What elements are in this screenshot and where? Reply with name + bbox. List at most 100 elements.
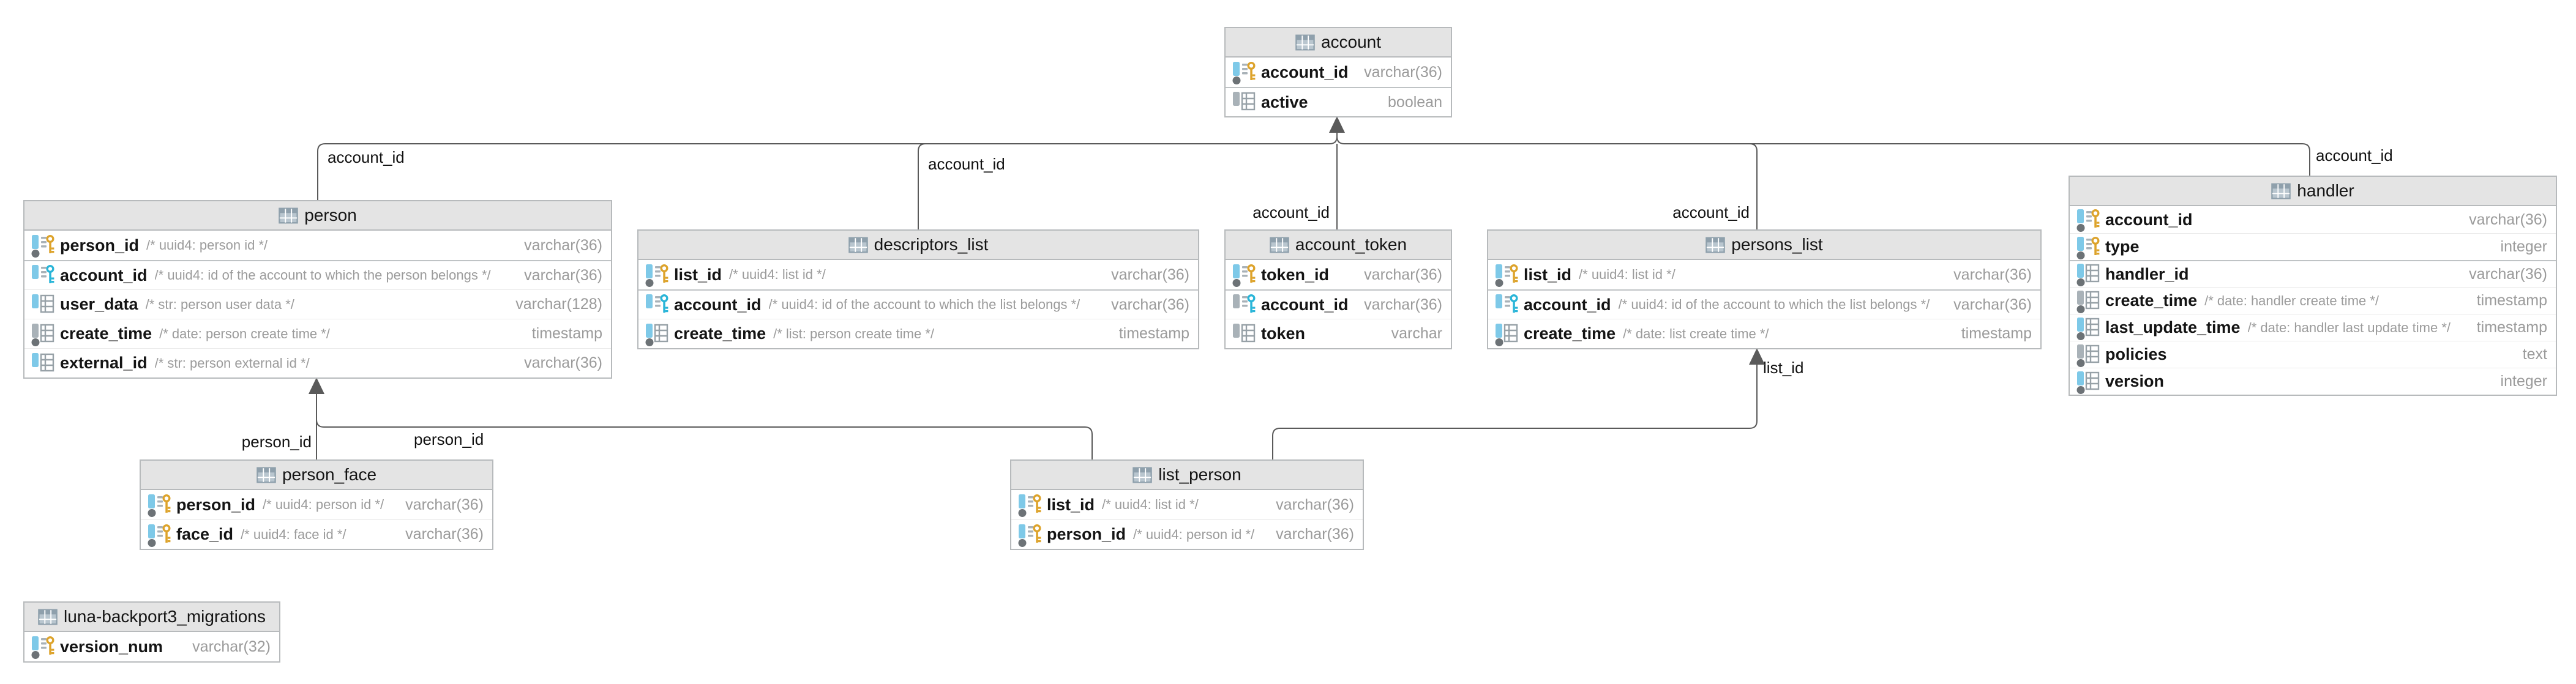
table-header-person[interactable]: person [24, 201, 611, 231]
column-name: account_id [1524, 295, 1611, 314]
nullable-dot [148, 509, 156, 517]
column-row-last_update_time[interactable]: last_update_time/* date: handler last up… [2070, 314, 2556, 341]
table-icon [256, 467, 276, 483]
column-type: varchar(36) [2469, 210, 2547, 228]
column-row-version_num[interactable]: version_num varchar(32) [24, 632, 279, 661]
column-icon [2076, 264, 2100, 286]
connector-person-account [317, 132, 1338, 201]
table-person_face[interactable]: person_face person_id/* uuid4: person id… [140, 459, 493, 550]
table-icon [848, 237, 868, 253]
table-list_person[interactable]: list_person list_id/* uuid4: list id */v… [1010, 459, 1364, 550]
column-type: varchar(36) [405, 496, 484, 513]
column-type: varchar(36) [2469, 265, 2547, 283]
column-name: list_id [1047, 495, 1095, 514]
table-person[interactable]: person person_id/* uuid4: person id */va… [23, 200, 612, 379]
primary-key-icon [148, 524, 171, 547]
column-row-list_id[interactable]: list_id/* uuid4: list id */varchar(36) [1488, 260, 2040, 289]
nullable-dot [2076, 332, 2085, 340]
nullable-dot [31, 338, 40, 346]
arrow-into-account [1329, 116, 1345, 133]
column-type: timestamp [1118, 325, 1189, 342]
table-luna-backport3_migrations[interactable]: luna-backport3_migrations version_num var… [23, 601, 280, 663]
nullable-dot [31, 651, 40, 659]
table-header-account[interactable]: account [1226, 28, 1451, 58]
table-descriptors_list[interactable]: descriptors_list list_id/* uuid4: list i… [637, 229, 1199, 349]
column-row-account_id[interactable]: account_id/* uuid4: id of the account to… [24, 260, 611, 289]
column-row-create_time[interactable]: create_time/* date: list create time */t… [1488, 319, 2040, 348]
column-row-list_id[interactable]: list_id/* uuid4: list id */varchar(36) [1011, 490, 1363, 519]
nullable-dot [2076, 359, 2085, 367]
column-row-face_id[interactable]: face_id/* uuid4: face id */varchar(36) [141, 519, 492, 549]
column-row-external_id[interactable]: external_id/* str: person external id */… [24, 348, 611, 377]
column-type: varchar(36) [1364, 63, 1442, 81]
column-row-create_time[interactable]: create_time/* list: person create time *… [638, 319, 1198, 348]
nullable-dot [645, 279, 654, 287]
column-type: varchar(36) [1364, 266, 1442, 283]
connector-list_person-person [316, 419, 1093, 460]
arrow-into-persons_list [1749, 348, 1765, 365]
column-comment: /* list: person create time */ [773, 325, 934, 341]
column-name: token [1261, 324, 1306, 343]
table-header-account_token[interactable]: account_token [1226, 231, 1451, 260]
column-type: integer [2500, 373, 2547, 390]
arrow-into-person [309, 377, 324, 394]
foreign-key-icon [1233, 294, 1256, 313]
table-title: list_person [1158, 465, 1241, 484]
table-title: descriptors_list [874, 235, 989, 254]
table-header-person_face[interactable]: person_face [141, 461, 492, 490]
table-handler[interactable]: handler account_id varchar(36) [2069, 176, 2557, 396]
column-row-user_data[interactable]: user_data/* str: person user data */varc… [24, 289, 611, 319]
column-row-list_id[interactable]: list_id/* uuid4: list id */varchar(36) [638, 260, 1198, 289]
column-type: timestamp [1961, 325, 2032, 342]
edge-label-account_token-account: account_id [1252, 203, 1330, 221]
column-type: varchar(36) [1111, 296, 1189, 313]
table-icon [1295, 34, 1315, 50]
column-row-account_id[interactable]: account_id/* uuid4: id of the account to… [638, 289, 1198, 319]
column-row-account_id[interactable]: account_id/* uuid4: id of the account to… [1488, 289, 2040, 319]
foreign-key-icon [646, 294, 668, 313]
table-title: handler [2297, 181, 2354, 200]
edge-label-list_person-person: person_id [414, 430, 484, 448]
table-header-persons_list[interactable]: persons_list [1488, 231, 2040, 260]
table-header-list_person[interactable]: list_person [1011, 461, 1363, 490]
column-name: account_id [674, 295, 762, 314]
column-type: varchar(36) [524, 236, 602, 254]
table-header-descriptors_list[interactable]: descriptors_list [638, 231, 1198, 260]
table-title: persons_list [1731, 235, 1823, 254]
column-comment: /* uuid4: list id */ [729, 267, 826, 282]
column-name: account_id [2105, 210, 2193, 229]
table-persons_list[interactable]: persons_list list_id/* uuid4: list id */… [1487, 229, 2042, 349]
nullable-dot [1495, 279, 1503, 287]
column-row-account_id[interactable]: account_id varchar(36) [2070, 206, 2556, 233]
primary-key-icon [1018, 524, 1041, 547]
column-comment: /* uuid4: person id */ [146, 237, 268, 253]
column-name: version_num [60, 637, 163, 656]
table-title: person [304, 206, 357, 225]
column-row-person_id[interactable]: person_id/* uuid4: person id */varchar(3… [141, 490, 492, 519]
column-row-person_id[interactable]: person_id/* uuid4: person id */varchar(3… [24, 231, 611, 260]
column-row-create_time[interactable]: create_time/* date: person create time *… [24, 319, 611, 348]
table-header-handler[interactable]: handler [2070, 177, 2556, 206]
column-type: varchar(32) [192, 638, 271, 655]
table-header-luna-backport3_migrations[interactable]: luna-backport3_migrations [24, 603, 279, 632]
column-type: varchar(128) [515, 296, 602, 313]
column-name: create_time [2105, 291, 2198, 310]
column-icon [31, 323, 54, 346]
column-row-create_time[interactable]: create_time/* date: handler create time … [2070, 287, 2556, 314]
column-row-person_id[interactable]: person_id/* uuid4: person id */varchar(3… [1011, 519, 1363, 549]
column-name: list_id [1524, 265, 1572, 284]
table-icon [1705, 237, 1726, 253]
foreign-key-icon [32, 264, 54, 283]
